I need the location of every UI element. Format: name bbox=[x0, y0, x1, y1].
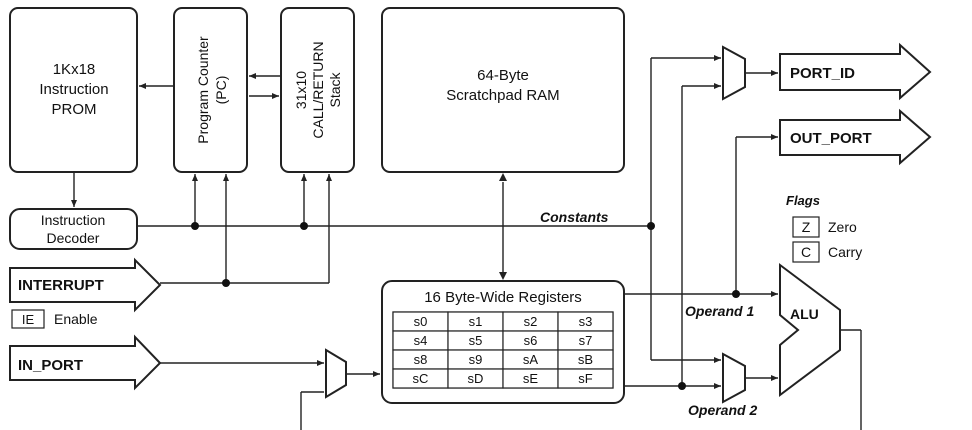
register-label-s1: s1 bbox=[469, 314, 483, 329]
call-return-stack-block: 31x10 CALL/RETURN Stack bbox=[280, 7, 355, 173]
flags-title: Flags bbox=[786, 193, 820, 208]
register-label-s2: s2 bbox=[524, 314, 538, 329]
enable-label: Enable bbox=[54, 311, 98, 327]
register-label-sc: sC bbox=[413, 371, 429, 386]
operand2-label: Operand 2 bbox=[688, 402, 757, 418]
register-label-sf: sF bbox=[578, 371, 593, 386]
carry-flag-letter: C bbox=[801, 244, 811, 260]
stack-label-line3: Stack bbox=[327, 71, 343, 107]
zero-flag-box bbox=[792, 216, 820, 238]
junction-dots bbox=[191, 222, 740, 390]
interrupt-label: INTERRUPT bbox=[18, 277, 104, 294]
prom-label-line1: 1Kx18 bbox=[53, 61, 96, 78]
port-id-output: PORT_ID bbox=[779, 42, 932, 101]
out-port-output: OUT_PORT bbox=[779, 108, 932, 166]
register-label-s0: s0 bbox=[414, 314, 428, 329]
register-label-s7: s7 bbox=[579, 333, 593, 348]
interrupt-port: INTERRUPT bbox=[9, 257, 162, 313]
instruction-decoder-block: Instruction Decoder bbox=[9, 208, 138, 250]
ram-label-line1: 64-Byte bbox=[477, 67, 529, 84]
register-label-s4: s4 bbox=[414, 333, 428, 348]
register-label-s5: s5 bbox=[469, 333, 483, 348]
carry-flag-label: Carry bbox=[828, 244, 862, 260]
port-id-mux bbox=[722, 45, 746, 101]
register-cell bbox=[557, 368, 614, 389]
register-label-s6: s6 bbox=[524, 333, 538, 348]
out-port-label: OUT_PORT bbox=[790, 130, 872, 147]
wires bbox=[71, 55, 862, 430]
zero-flag-label: Zero bbox=[828, 219, 857, 235]
pc-label-line2: (PC) bbox=[213, 76, 229, 105]
stack-label-line2: CALL/RETURN bbox=[310, 41, 326, 138]
flags-group: Flags Z Zero C Carry bbox=[786, 193, 862, 263]
stack-label-line1: 31x10 bbox=[293, 71, 309, 109]
prom-label-line2: Instruction bbox=[39, 81, 108, 98]
in-port-mux bbox=[325, 348, 347, 399]
register-label-sd: sD bbox=[468, 371, 484, 386]
program-counter-block: Program Counter (PC) bbox=[173, 7, 248, 173]
register-label-se: sE bbox=[523, 371, 539, 386]
scratchpad-ram-block: 64-Byte Scratchpad RAM bbox=[381, 7, 625, 173]
operand2-mux bbox=[722, 352, 746, 404]
alu-label: ALU bbox=[790, 306, 819, 322]
decoder-label-line2: Decoder bbox=[47, 230, 100, 246]
register-label-sa: sA bbox=[523, 352, 539, 367]
instruction-prom-block: 1Kx18 Instruction PROM bbox=[9, 7, 138, 173]
operand1-label: Operand 1 bbox=[685, 303, 754, 319]
pc-label-line1: Program Counter bbox=[195, 36, 211, 144]
register-label-s8: s8 bbox=[414, 352, 428, 367]
prom-label-line3: PROM bbox=[52, 101, 97, 118]
constants-label: Constants bbox=[540, 209, 609, 225]
ie-flag-label: IE bbox=[22, 312, 35, 327]
register-label-s3: s3 bbox=[579, 314, 593, 329]
ram-label-line2: Scratchpad RAM bbox=[446, 87, 559, 104]
interrupt-enable-flag: IE Enable bbox=[11, 309, 98, 329]
register-grid: s0 s1 s2 s3 s4 s5 s6 s7 s8 s9 sA sB sC sD sE sF bbox=[392, 311, 614, 389]
in-port: IN_PORT bbox=[9, 334, 162, 391]
register-label-s9: s9 bbox=[469, 352, 483, 367]
registers-title: 16 Byte-Wide Registers bbox=[424, 289, 582, 306]
in-port-label: IN_PORT bbox=[18, 357, 83, 374]
decoder-label-line1: Instruction bbox=[41, 212, 106, 228]
carry-flag-box bbox=[792, 241, 820, 263]
register-label-sb: sB bbox=[578, 352, 593, 367]
alu-block: ALU bbox=[779, 263, 841, 397]
port-id-label: PORT_ID bbox=[790, 65, 855, 82]
zero-flag-letter: Z bbox=[802, 219, 811, 235]
